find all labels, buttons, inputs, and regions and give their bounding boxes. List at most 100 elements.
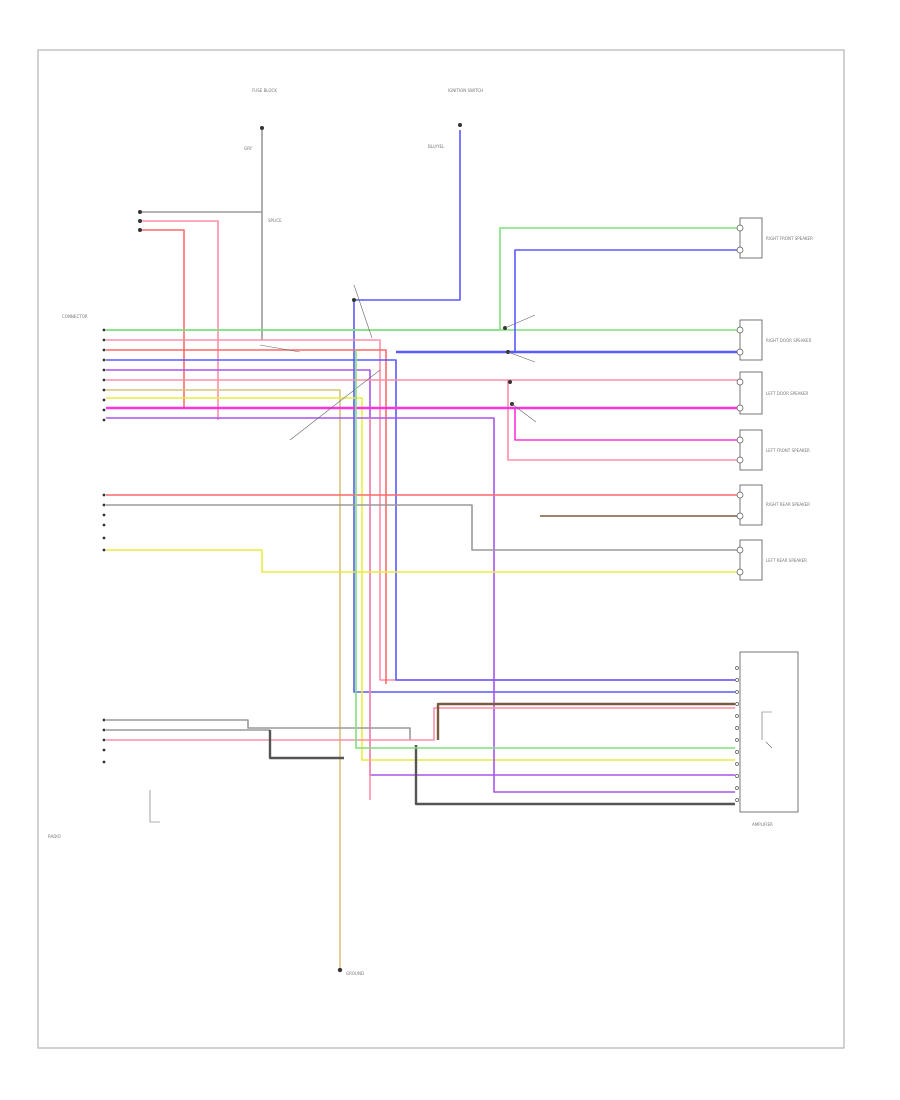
wire-pnk-lower <box>106 707 735 741</box>
lf-term-2 <box>736 456 744 464</box>
rpin-6 <box>102 378 106 382</box>
ignition-pin <box>458 123 462 127</box>
wire-yel-lr <box>106 549 740 573</box>
wire-gry-low <box>106 719 411 740</box>
wire-tan-bus <box>106 389 341 912</box>
amp-term-2 <box>735 678 739 682</box>
ground-label: GROUND <box>346 971 364 976</box>
rpin-3 <box>102 348 106 352</box>
wire-blu-ignition <box>353 130 735 693</box>
rf-term-1 <box>736 224 744 232</box>
wire-red-bus <box>106 349 387 684</box>
rf-term-2 <box>736 246 744 254</box>
wire-blk-amp <box>414 745 735 806</box>
amp-term-5 <box>735 714 739 718</box>
speaker-lr-label: LEFT REAR SPEAKER <box>766 558 807 563</box>
pin-a <box>138 210 142 214</box>
rpin-8 <box>102 398 106 402</box>
wire-red-short <box>142 229 185 408</box>
pin-b <box>138 219 142 223</box>
splice-dot-1 <box>352 298 356 302</box>
amp-term-6 <box>735 726 739 730</box>
mpin-6 <box>102 548 106 552</box>
amp-term-4 <box>735 702 739 706</box>
rd-term-1 <box>736 326 744 334</box>
wire-pnk-bus <box>106 339 735 681</box>
wire-blu-rf <box>514 249 740 352</box>
rpin-9 <box>102 408 106 412</box>
fuse-source-top: FUSE BLOCK GRY SPLICE <box>244 88 282 340</box>
rd-term-2 <box>736 348 744 356</box>
rpin-5 <box>102 368 106 372</box>
fuse-label: FUSE BLOCK <box>252 88 277 93</box>
rpin-4 <box>102 358 106 362</box>
lf-term-1 <box>736 436 744 444</box>
lpin-3 <box>102 738 106 742</box>
amp-term-8 <box>735 750 739 754</box>
mpin-3 <box>102 513 106 517</box>
mpin-4 <box>102 523 106 527</box>
radio-upper-pins <box>102 328 106 422</box>
radio-lower-pins <box>102 718 106 764</box>
wire-gry-rr <box>106 504 740 551</box>
leader-3 <box>511 403 537 423</box>
wire-pnk-short <box>142 220 219 420</box>
speaker-rr-label: RIGHT REAR SPEAKER <box>766 502 810 507</box>
lpin-5 <box>102 760 106 764</box>
leader-2 <box>507 351 536 363</box>
speaker-rd-label: RIGHT DOOR SPEAKER <box>766 338 812 343</box>
speaker-rf-label: RIGHT FRONT SPEAKER <box>766 236 813 241</box>
speaker-left-front: LEFT FRONT SPEAKER <box>736 429 810 471</box>
leader-6 <box>353 284 373 339</box>
pin-c <box>138 228 142 232</box>
radio-middle-pins <box>102 493 106 552</box>
rr-term-2 <box>736 512 744 520</box>
radio-connector-label: CONNECTOR <box>62 314 88 319</box>
rpin-2 <box>102 338 106 342</box>
fuse-connector-left <box>138 210 262 420</box>
amplifier-body <box>739 651 799 813</box>
leader-5 <box>259 344 301 353</box>
splice-markers <box>259 284 537 441</box>
wire-gry-label: GRY <box>244 146 253 151</box>
speaker-left-door: LEFT DOOR SPEAKER <box>736 371 808 415</box>
lpin-4 <box>102 748 106 752</box>
ignition-label: IGNITION SWITCH <box>448 88 483 93</box>
lpin-2 <box>102 728 106 732</box>
ground-pin <box>337 967 343 973</box>
leader-1 <box>504 314 536 329</box>
amp-term-11 <box>735 786 739 790</box>
speaker-left-rear: LEFT REAR SPEAKER <box>736 539 807 581</box>
amplifier: AMPLIFIER <box>735 651 799 827</box>
speaker-rf-body <box>739 217 763 259</box>
lr-term-1 <box>736 546 744 554</box>
mpin-2 <box>102 503 106 507</box>
amplifier-label: AMPLIFIER <box>752 822 773 827</box>
ld-term-1 <box>736 378 744 386</box>
wire-mag-lf <box>514 408 740 441</box>
speaker-ld-label: LEFT DOOR SPEAKER <box>766 391 808 396</box>
amplifier-inner-mark <box>761 711 773 749</box>
speaker-right-front: RIGHT FRONT SPEAKER <box>736 217 813 259</box>
splice-label: SPLICE <box>268 218 282 223</box>
splice-dot-4 <box>508 380 512 384</box>
amp-term-3 <box>735 690 739 694</box>
leader-4 <box>289 369 381 441</box>
lr-term-2 <box>736 568 744 576</box>
amp-term-10 <box>735 774 739 778</box>
rr-term-1 <box>736 491 744 499</box>
speaker-right-rear: RIGHT REAR SPEAKER <box>736 484 810 526</box>
speaker-ld-body <box>739 371 763 415</box>
wire-ltgrn-amp <box>355 350 735 749</box>
radio-label: RADIO <box>48 834 61 839</box>
rpin-1 <box>102 328 106 332</box>
speaker-rr-body <box>739 484 763 526</box>
speaker-lf-label: LEFT FRONT SPEAKER <box>766 448 810 453</box>
mpin-1 <box>102 493 106 497</box>
wire-ltgrn-rf <box>106 227 740 331</box>
speaker-rd-body <box>739 319 763 361</box>
ignition-source-top: IGNITION SWITCH BLU/YEL <box>353 88 735 693</box>
mpin-5 <box>102 536 106 540</box>
speaker-right-door: RIGHT DOOR SPEAKER <box>736 319 812 361</box>
